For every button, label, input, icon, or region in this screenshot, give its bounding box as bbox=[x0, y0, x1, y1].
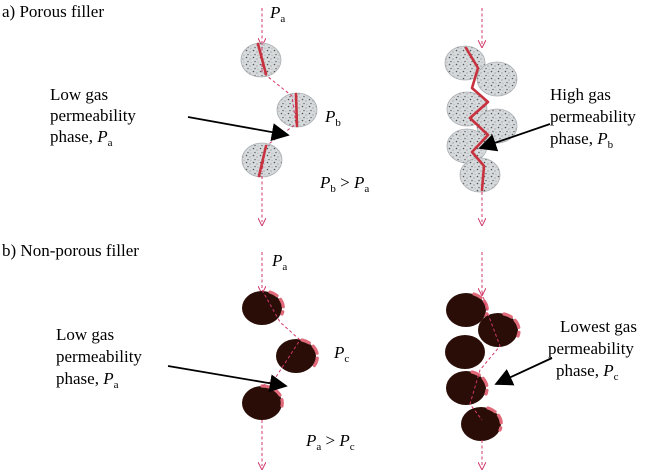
dense-particle bbox=[242, 386, 282, 420]
panel-a-right-column bbox=[444, 8, 518, 222]
panel-b-inequality: Pa > Pc bbox=[305, 431, 355, 453]
panel-a-left-column: Pa Pb bbox=[240, 3, 341, 222]
dense-particle bbox=[445, 335, 485, 369]
panel-a-left-label: Low gas permeability phase, Pa bbox=[50, 85, 140, 149]
panel-b-right-column bbox=[445, 252, 521, 466]
porous-particle bbox=[446, 91, 488, 127]
dense-particle bbox=[446, 293, 486, 327]
dense-particle bbox=[276, 339, 316, 373]
panel-b-heading: b) Non-porous filler bbox=[2, 241, 139, 260]
porous-particle bbox=[444, 45, 486, 81]
pointer-arrow bbox=[187, 116, 290, 141]
panel-b-left-label: Low gas permeability phase, Pa bbox=[56, 325, 146, 391]
panel-b-left-column: Pa Pc bbox=[242, 251, 349, 466]
dense-particle bbox=[461, 407, 501, 441]
flux-label-a-left: Pa bbox=[269, 3, 285, 25]
phase-label-pb: Pb bbox=[324, 107, 341, 129]
pointer-arrow bbox=[167, 365, 288, 393]
pointer-arrow bbox=[494, 357, 553, 386]
porous-particle bbox=[476, 61, 518, 97]
porous-particle bbox=[459, 157, 501, 193]
dense-particle bbox=[242, 291, 282, 325]
dense-particle bbox=[478, 313, 518, 347]
pointer-arrow bbox=[478, 123, 551, 152]
flux-label-b-left: Pa bbox=[271, 251, 287, 273]
phase-label-pc: Pc bbox=[333, 343, 349, 365]
panel-a-inequality: Pb > Pa bbox=[319, 173, 369, 195]
panel-a-heading: a) Porous filler bbox=[2, 2, 104, 21]
panel-a-right-label: High gas permeability phase, Pb bbox=[550, 85, 640, 151]
panel-b-right-label: Lowest gas permeability phase, Pc bbox=[548, 317, 641, 383]
dense-particle bbox=[446, 371, 486, 405]
